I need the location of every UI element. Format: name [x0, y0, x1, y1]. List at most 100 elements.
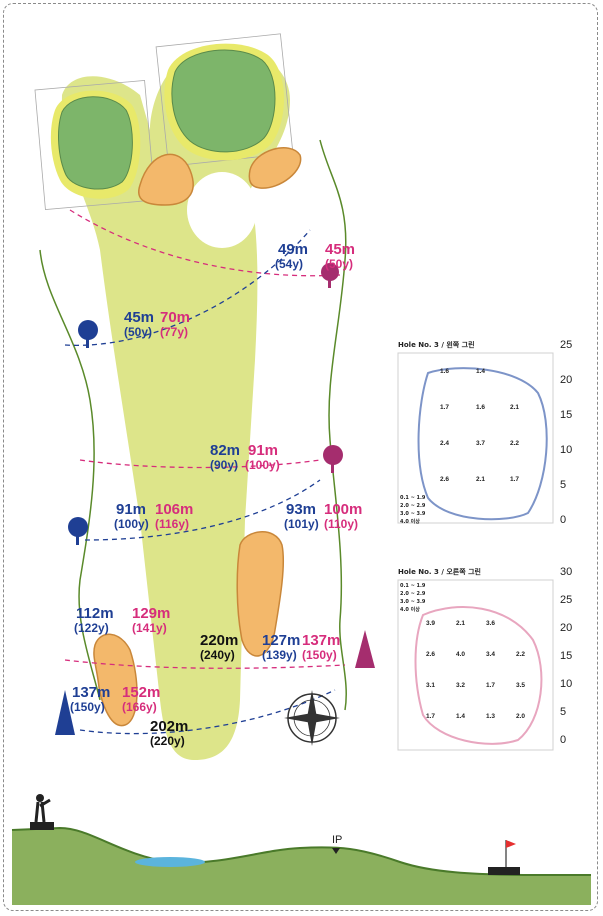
distance-marker: (50y) — [124, 325, 152, 339]
ip-label: IP — [332, 834, 342, 846]
distance-marker: 45m — [325, 241, 355, 258]
slope-value: 1.7 — [440, 404, 449, 411]
rough-lines — [39, 139, 347, 711]
axis-tick: 25 — [560, 594, 572, 606]
slope-value: 3.1 — [426, 682, 435, 689]
distance-marker: (122y) — [74, 621, 109, 635]
slope-value: 4.0 — [456, 651, 465, 658]
distance-marker: 70m — [160, 309, 190, 326]
slope-value: 2.6 — [440, 476, 449, 483]
axis-tick: 5 — [560, 706, 566, 718]
compass-icon — [284, 690, 340, 746]
distance-marker: (50y) — [325, 257, 353, 271]
distance-marker: (166y) — [122, 700, 157, 714]
slope-value: 2.0 — [516, 713, 525, 720]
slope-value: 2.1 — [456, 620, 465, 627]
distance-marker: (240y) — [200, 648, 235, 662]
slope-value: 1.6 — [476, 404, 485, 411]
axis-tick: 15 — [560, 409, 572, 421]
tree-icons — [55, 263, 375, 735]
elevation-profile: IP — [11, 794, 591, 905]
axis-tick: 20 — [560, 622, 572, 634]
axis-tick: 15 — [560, 650, 572, 662]
slope-value: 1.4 — [456, 713, 465, 720]
left-green — [34, 80, 156, 210]
distance-labels: 49m (54y) 45m (50y) 45m (50y) 70m (77y) … — [70, 241, 362, 748]
right-green — [155, 33, 294, 167]
slope-value: 2.1 — [510, 404, 519, 411]
axis-tick: 10 — [560, 678, 572, 690]
distance-marker: 137m — [72, 684, 110, 701]
distance-arcs — [64, 209, 346, 735]
flag-icon — [488, 840, 520, 875]
slope-value: 3.2 — [456, 682, 465, 689]
slope-value: 2.6 — [426, 651, 435, 658]
distance-marker: 127m — [262, 632, 300, 649]
grid-title: Hole No. 3 / 왼쪽 그린 — [398, 340, 475, 349]
slope-value: 1.7 — [486, 682, 495, 689]
slope-value: 1.7 — [510, 476, 519, 483]
distance-marker: (100y) — [114, 517, 149, 531]
slope-value: 2.2 — [510, 440, 519, 447]
tree-icon — [355, 630, 375, 668]
axis-tick: 20 — [560, 374, 572, 386]
ip-marker — [332, 848, 340, 854]
legend-entry: 0.1 ~ 1.9 — [400, 583, 426, 589]
right-green-grid: Hole No. 3 / 오른쪽 그린 30 25 20 15 10 5 0 3… — [397, 566, 572, 751]
distance-marker: (220y) — [150, 734, 185, 748]
tree-icon — [78, 320, 98, 348]
distance-marker: 106m — [155, 501, 193, 518]
distance-marker: 91m — [116, 501, 146, 518]
distance-marker: 45m — [124, 309, 154, 326]
distance-marker: (150y) — [70, 700, 105, 714]
bunkers — [93, 147, 302, 727]
axis-tick: 10 — [560, 444, 572, 456]
distance-marker: (141y) — [132, 621, 167, 635]
axis-tick: 25 — [560, 339, 572, 351]
slope-value: 1.4 — [476, 368, 485, 375]
legend-entry: 2.0 ~ 2.9 — [400, 503, 426, 509]
slope-value: 3.5 — [516, 682, 525, 689]
slope-value: 2.1 — [476, 476, 485, 483]
legend-entry: 3.0 ~ 3.9 — [400, 511, 426, 517]
golfer-icon — [30, 794, 54, 830]
slope-value: 1.3 — [486, 713, 495, 720]
distance-marker: 82m — [210, 442, 240, 459]
distance-marker: (77y) — [160, 325, 188, 339]
distance-marker: 129m — [132, 605, 170, 622]
tree-icon — [323, 445, 343, 473]
slope-value: 1.6 — [440, 368, 449, 375]
axis-tick: 0 — [560, 734, 566, 746]
legend-entry: 0.1 ~ 1.9 — [400, 495, 426, 501]
distance-marker: 137m — [302, 632, 340, 649]
distance-marker: (54y) — [275, 257, 303, 271]
distance-marker: 152m — [122, 684, 160, 701]
distance-marker: (100y) — [245, 458, 280, 472]
slope-value: 3.4 — [486, 651, 495, 658]
distance-marker: (101y) — [284, 517, 319, 531]
left-green-grid: Hole No. 3 / 왼쪽 그린 25 20 15 10 5 0 1.6 1… — [397, 339, 572, 526]
legend-entry: 3.0 ~ 3.9 — [400, 599, 426, 605]
distance-marker: 202m — [150, 718, 188, 735]
rough-island — [187, 172, 257, 248]
distance-marker: (90y) — [210, 458, 238, 472]
slope-value: 2.4 — [440, 440, 449, 447]
distance-marker: 49m — [278, 241, 308, 258]
distance-marker: (116y) — [155, 517, 189, 531]
distance-marker: (150y) — [302, 648, 337, 662]
legend-entry: 4.0 이상 — [400, 518, 420, 525]
distance-marker: 220m — [200, 632, 238, 649]
slope-value: 2.2 — [516, 651, 525, 658]
distance-marker: 93m — [286, 501, 316, 518]
axis-tick: 30 — [560, 566, 572, 578]
tree-icon — [55, 690, 75, 735]
slope-value: 1.7 — [426, 713, 435, 720]
distance-marker: 112m — [76, 605, 114, 622]
axis-tick: 5 — [560, 479, 566, 491]
axis-tick: 0 — [560, 514, 566, 526]
distance-marker: 100m — [324, 501, 362, 518]
slope-value: 3.6 — [486, 620, 495, 627]
legend-entry: 4.0 이상 — [400, 606, 420, 613]
page-frame — [3, 3, 598, 911]
